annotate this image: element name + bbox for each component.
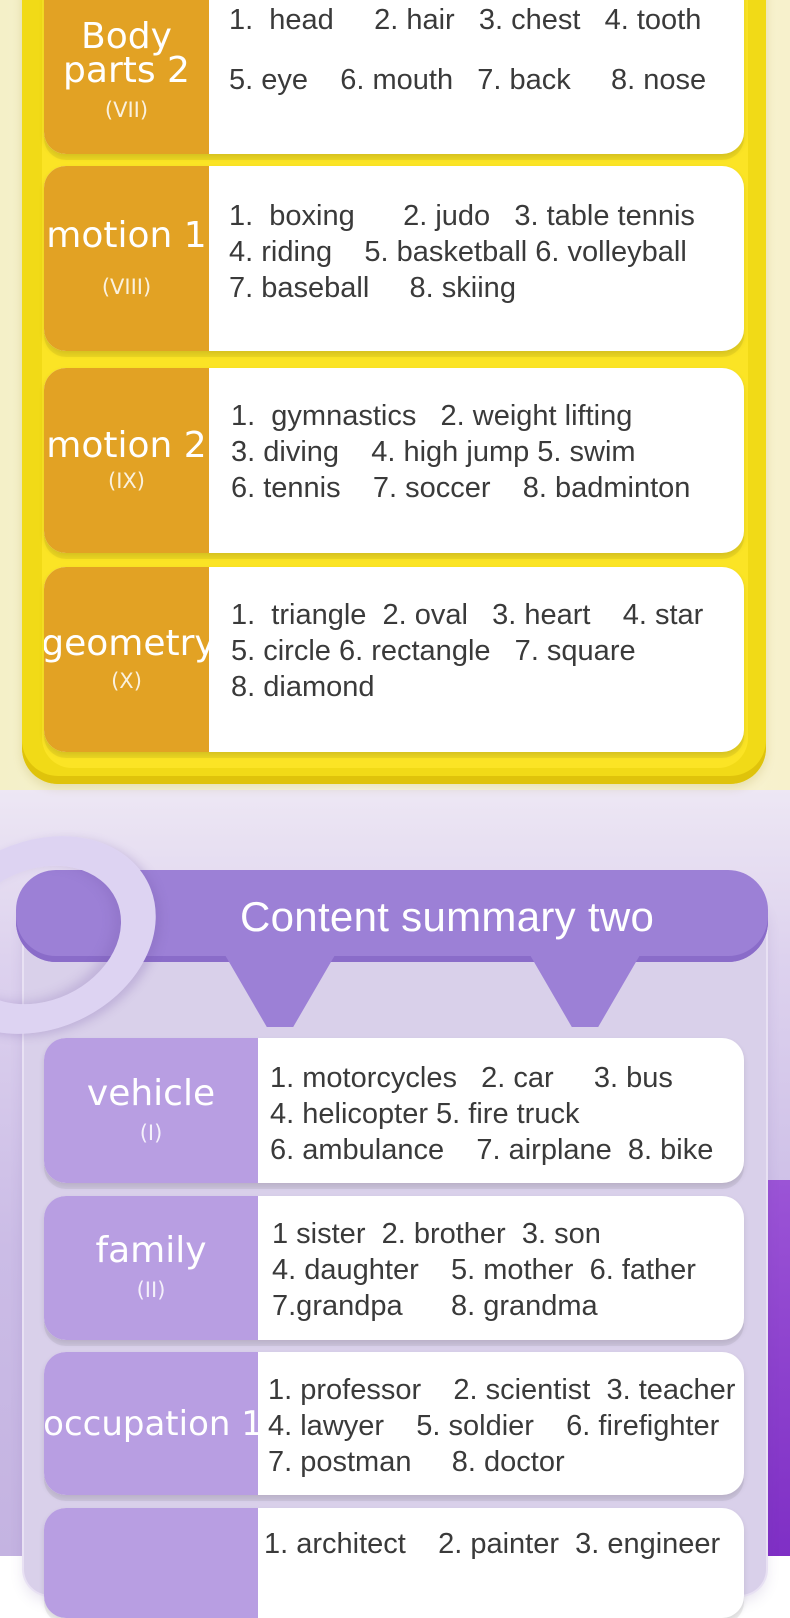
card-roman-numeral: (IX) (108, 468, 145, 493)
word-line: 7.grandpa 8. grandma (272, 1290, 598, 1322)
card-roman-numeral: (II) (136, 1278, 166, 1302)
vocab-card-family: family (II) 1 sister 2. brother 3. son 4… (44, 1196, 744, 1340)
card-label: motion 1 (VIII) (44, 166, 209, 351)
card-words: 1. boxing 2. judo 3. table tennis 4. rid… (209, 166, 744, 351)
word-line: 7. postman 8. doctor (268, 1446, 565, 1478)
card-words: 1. professor 2. scientist 3. teacher 4. … (258, 1352, 744, 1495)
card-words: 1. triangle 2. oval 3. heart 4. star 5. … (209, 567, 744, 752)
word-line: 5. circle 6. rectangle 7. square (231, 635, 636, 667)
card-title-line: parts 2 (63, 50, 190, 91)
card-title: vehicle (86, 1072, 216, 1114)
card-words: 1. motorcycles 2. car 3. bus 4. helicopt… (258, 1038, 744, 1183)
card-title: motion 2 (46, 424, 207, 466)
word-line: 1. motorcycles 2. car 3. bus (270, 1062, 673, 1094)
card-title: Body parts 2 (63, 16, 190, 91)
section-two-banner (16, 870, 768, 962)
card-label: vehicle (I) (44, 1038, 258, 1183)
word-line: 6. tennis 7. soccer 8. badminton (231, 472, 691, 504)
card-title-line: Body (81, 16, 172, 57)
word-line: 1. triangle 2. oval 3. heart 4. star (231, 599, 704, 631)
vocab-card-occupation-1: occupation 1 1. professor 2. scientist 3… (44, 1352, 744, 1495)
word-line: 1. boxing 2. judo 3. table tennis (229, 200, 695, 232)
word-line: 3. diving 4. high jump 5. swim (231, 436, 636, 468)
card-roman-numeral: (X) (111, 668, 142, 693)
card-words: 1 sister 2. brother 3. son 4. daughter 5… (258, 1196, 744, 1340)
card-title: geometry (44, 622, 216, 664)
word-line: 4. riding 5. basketball 6. volleyball (229, 236, 687, 268)
word-line: 1. architect 2. painter 3. engineer (264, 1528, 721, 1560)
vocab-card-motion-1: motion 1 (VIII) 1. boxing 2. judo 3. tab… (44, 166, 744, 351)
word-line: 1. professor 2. scientist 3. teacher (268, 1374, 736, 1406)
vocab-card-motion-2: motion 2 (IX) 1. gymnastics 2. weight li… (44, 368, 744, 553)
word-line: 1. gymnastics 2. weight lifting (231, 400, 633, 432)
word-line: 4. lawyer 5. soldier 6. firefighter (268, 1410, 720, 1442)
word-line: 4. helicopter 5. fire truck (270, 1098, 580, 1130)
card-title: motion 1 (46, 214, 207, 256)
card-words: 1. gymnastics 2. weight lifting 3. divin… (209, 368, 744, 553)
vocab-card-body-parts-2: Body parts 2 (VII) 1. head 2. hair 3. ch… (44, 0, 744, 154)
card-label: motion 2 (IX) (44, 368, 209, 553)
card-title: occupation 1 (44, 1403, 263, 1444)
word-line: 6. ambulance 7. airplane 8. bike (270, 1134, 714, 1166)
card-label: occupation 1 (44, 1352, 263, 1495)
card-label (44, 1508, 258, 1618)
vocab-card-occupation-2: 1. architect 2. painter 3. engineer (44, 1508, 744, 1618)
card-roman-numeral: (VII) (104, 98, 149, 122)
card-label: family (II) (44, 1196, 258, 1340)
word-line: 1 sister 2. brother 3. son (272, 1218, 601, 1250)
word-line: 5. eye 6. mouth 7. back 8. nose (229, 64, 707, 96)
card-label: geometry (X) (44, 567, 216, 752)
card-label: Body parts 2 (VII) (44, 0, 209, 154)
section-two-title: Content summary two (240, 893, 655, 940)
word-line: 7. baseball 8. skiing (229, 272, 516, 304)
card-words: 1. head 2. hair 3. chest 4. tooth 5. eye… (209, 0, 744, 154)
card-roman-numeral: (VIII) (101, 274, 152, 299)
vocab-card-vehicle: vehicle (I) 1. motorcycles 2. car 3. bus… (44, 1038, 744, 1183)
word-line: 8. diamond (231, 671, 375, 703)
card-roman-numeral: (I) (139, 1120, 163, 1145)
vocab-card-geometry: geometry (X) 1. triangle 2. oval 3. hear… (44, 567, 744, 752)
card-title: family (95, 1230, 207, 1271)
word-line: 4. daughter 5. mother 6. father (272, 1254, 696, 1286)
card-words: 1. architect 2. painter 3. engineer (258, 1508, 744, 1618)
word-line: 1. head 2. hair 3. chest 4. tooth (229, 4, 702, 36)
